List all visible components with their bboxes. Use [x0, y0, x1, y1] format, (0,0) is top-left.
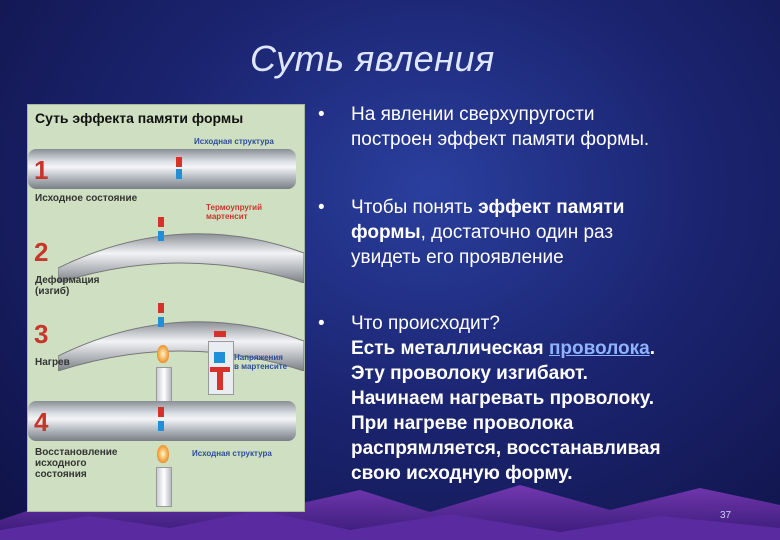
bullet-dot-2: •: [318, 197, 325, 218]
step-number-1: 1: [34, 155, 49, 185]
marker-blue-2: [158, 231, 164, 241]
step-number-4: 4: [34, 407, 49, 437]
step-number-2: 2: [34, 237, 49, 267]
zoom-blue-box: [214, 352, 225, 363]
marker-red-3: [158, 303, 164, 313]
wire-bent-3: [58, 321, 304, 371]
step-caption-1: Исходное состояние: [35, 193, 138, 204]
bullet-dot-3: •: [318, 313, 325, 334]
figure-title: Суть эффекта памяти формы: [35, 110, 244, 126]
marker-blue-1: [176, 169, 182, 179]
wire-bent-2: [58, 233, 304, 283]
step-caption-2: Деформация (изгиб): [35, 275, 100, 297]
marker-blue-3: [158, 317, 164, 327]
wire-link[interactable]: проволока: [548, 338, 650, 359]
label-stress-martensite: Напряжения в мартенсите: [234, 353, 288, 371]
page-number: 37: [720, 510, 732, 521]
marker-red-4: [158, 407, 164, 417]
slide-title: Суть явления: [250, 38, 495, 79]
wire-straight-1: [28, 149, 296, 189]
candle-icon-3: [156, 367, 172, 405]
label-thermo-martensite: Термоупругий мартенсит: [206, 203, 262, 221]
step-caption-3: Нагрев: [35, 357, 70, 368]
bullet-dot-1: •: [318, 104, 325, 125]
zoom-red-stem: [217, 372, 223, 390]
candle-flame-icon-3: [157, 345, 169, 363]
step-number-3: 3: [34, 319, 49, 349]
marker-red-1: [176, 157, 182, 167]
candle-icon-4: [156, 467, 172, 507]
marker-blue-4: [158, 421, 164, 431]
label-initial-structure-bottom: Исходная структура: [192, 449, 272, 458]
marker-red-2: [158, 217, 164, 227]
label-initial-structure-top: Исходная структура: [194, 137, 274, 146]
step-caption-4: Восстановление исходного состояния: [35, 447, 118, 480]
zoom-red-t: [210, 367, 230, 372]
zoom-red-bar: [214, 331, 226, 337]
shape-memory-figure: Суть эффекта памяти формы 1 Исходное сос…: [27, 104, 305, 512]
candle-flame-icon-4: [157, 445, 169, 463]
